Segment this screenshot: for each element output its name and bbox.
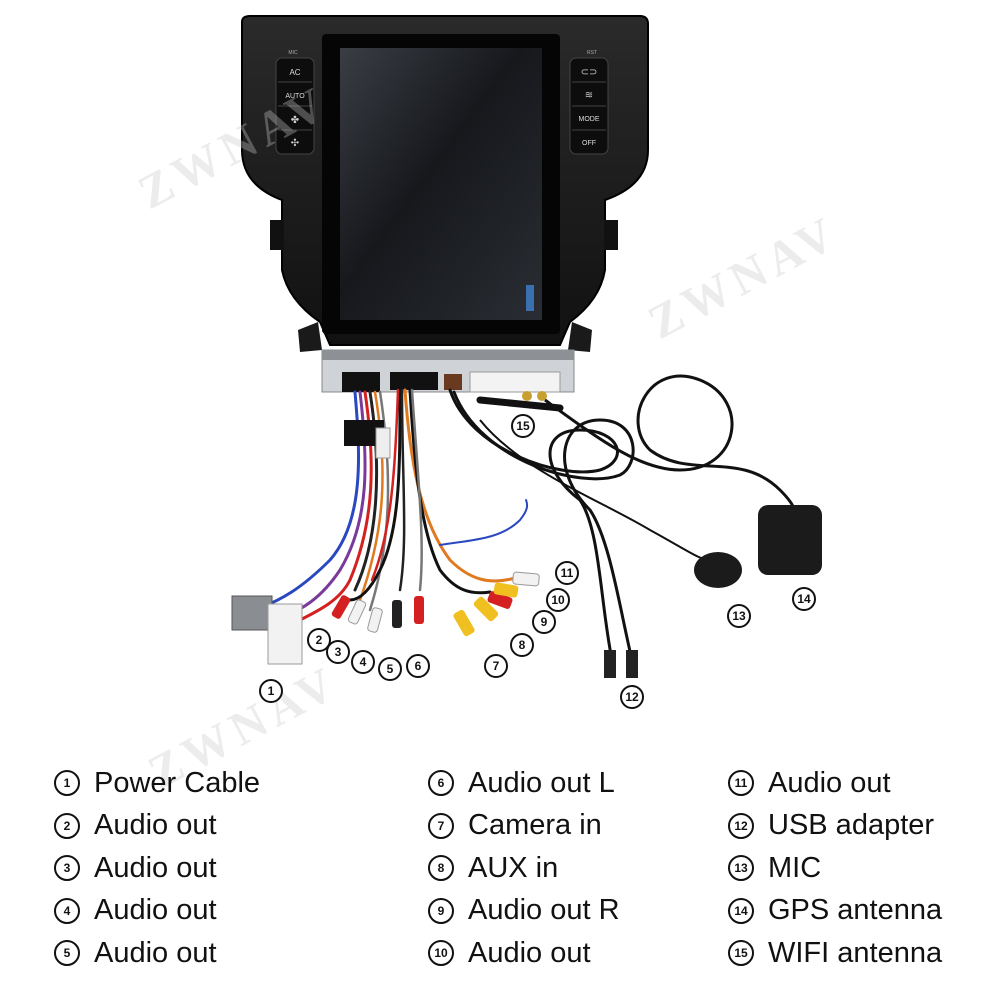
legend-item: 15 WIFI antenna	[728, 932, 942, 975]
screen-sticker	[526, 285, 534, 311]
connector-av	[390, 372, 438, 390]
legend-number: 12	[728, 812, 754, 839]
auto-button-label: AUTO	[285, 93, 305, 100]
mount-tab-left	[298, 322, 322, 352]
legend-number: 9	[428, 897, 454, 924]
legend-number: 1	[54, 770, 80, 797]
recirculation-icon: ⊂⊃	[581, 67, 598, 78]
legend-label: Camera in	[468, 809, 602, 842]
wifi-antenna	[476, 396, 564, 412]
legend-item: 3 Audio out	[54, 847, 260, 890]
legend-label: GPS antenna	[768, 894, 943, 927]
legend-number: 3	[54, 855, 80, 882]
connector-usb	[444, 374, 462, 390]
power-plug-grey	[231, 595, 273, 631]
callout-14: 14	[792, 587, 816, 611]
legend-column-3: 11 Audio out 12 USB adapter 13 MIC 14 GPS an…	[728, 762, 942, 975]
legend-item: 13 MIC	[728, 847, 942, 890]
legend-number: 11	[728, 770, 754, 797]
legend-item: 5 Audio out	[54, 932, 260, 975]
callout-12: 12	[620, 685, 644, 709]
antenna-port	[522, 391, 532, 401]
legend-item: 9 Audio out R	[428, 890, 620, 933]
callout-10: 10	[546, 588, 570, 612]
legend-item: 6 Audio out L	[428, 762, 620, 805]
mount-tab-right	[568, 322, 592, 352]
callout-15: 15	[511, 414, 535, 438]
legend-number: 15	[728, 940, 754, 967]
callout-13: 13	[727, 604, 751, 628]
mic-cable	[479, 419, 711, 561]
mount-clip-right	[604, 220, 618, 250]
callout-4: 4	[351, 650, 375, 674]
legend-label: Audio out	[94, 851, 217, 884]
callout-3: 3	[326, 640, 350, 664]
defrost-icon: ≋	[585, 90, 593, 101]
touch-screen	[340, 48, 542, 320]
legend-number: 14	[728, 897, 754, 924]
legend-number: 13	[728, 855, 754, 882]
legend-number: 8	[428, 855, 454, 882]
legend-number: 5	[54, 940, 80, 967]
legend-item: 12 USB adapter	[728, 805, 942, 848]
antenna-port-2	[537, 391, 547, 401]
fan-speed-icon: ✣	[291, 138, 299, 149]
sticker	[469, 371, 561, 393]
callout-5: 5	[378, 657, 402, 681]
rst-label: RST	[587, 50, 597, 56]
off-button-label: OFF	[582, 140, 596, 147]
legend-item: 4 Audio out	[54, 890, 260, 933]
head-unit-illustration: AC AUTO ✤ ✣ MIC ⊂⊃ ≋ MODE OFF RST	[231, 15, 822, 678]
mic-body	[694, 552, 742, 588]
callout-6: 6	[406, 654, 430, 678]
mic-label: MIC	[288, 50, 298, 56]
mode-button-label: MODE	[579, 116, 600, 123]
legend-label: Audio out L	[468, 766, 615, 799]
gps-cable	[544, 374, 797, 521]
legend-item: 14 GPS antenna	[728, 890, 942, 933]
legend-number: 2	[54, 812, 80, 839]
legend-label: Audio out R	[468, 894, 620, 927]
legend-label: Power Cable	[94, 766, 261, 799]
mount-clip-left	[270, 220, 284, 250]
gps-antenna-puck	[758, 505, 822, 575]
legend-item: 11 Audio out	[728, 762, 942, 805]
usb-plug-b	[626, 650, 638, 678]
legend-item: 7 Camera in	[428, 805, 620, 848]
callout-1: 1	[259, 679, 283, 703]
legend-number: 7	[428, 812, 454, 839]
legend-label: AUX in	[468, 851, 559, 884]
legend-number: 4	[54, 897, 80, 924]
usb-plug-a	[604, 650, 616, 678]
callout-8: 8	[510, 633, 534, 657]
legend-label: Audio out	[468, 936, 591, 969]
legend-number: 10	[428, 940, 454, 967]
power-plug-white	[267, 603, 303, 665]
legend-label: Audio out	[94, 809, 217, 842]
connector-main	[342, 372, 380, 392]
ac-button-label: AC	[289, 68, 300, 77]
callout-9: 9	[532, 610, 556, 634]
legend-item: 2 Audio out	[54, 805, 260, 848]
legend-number: 6	[428, 770, 454, 797]
legend-item: 10 Audio out	[428, 932, 620, 975]
fan-icon: ✤	[291, 115, 299, 126]
legend-item: 1 Power Cable	[54, 762, 260, 805]
legend-label: WIFI antenna	[768, 936, 943, 969]
av-harness	[348, 388, 529, 602]
legend-label: USB adapter	[768, 809, 935, 842]
legend-label: MIC	[768, 851, 822, 884]
legend-label: Audio out	[768, 766, 891, 799]
legend-item: 8 AUX in	[428, 847, 620, 890]
legend-label: Audio out	[94, 894, 217, 927]
callout-7: 7	[484, 654, 508, 678]
product-photo: AC AUTO ✤ ✣ MIC ⊂⊃ ≋ MODE OFF RST	[130, 15, 848, 800]
rca-connectors	[331, 571, 540, 637]
callout-11: 11	[555, 561, 579, 585]
legend-label: Audio out	[94, 936, 217, 969]
usb-cables	[448, 388, 635, 662]
